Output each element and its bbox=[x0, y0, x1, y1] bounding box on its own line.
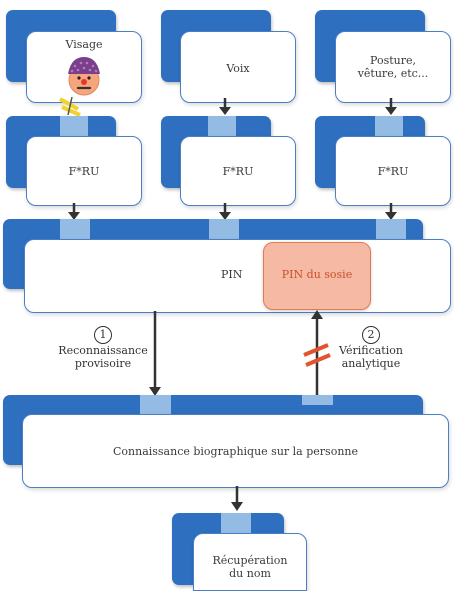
arrow-fru2-to-pin bbox=[219, 203, 231, 220]
knowledge-label: Connaissance biographique sur la personn… bbox=[112, 445, 358, 458]
voix-panel: Voix bbox=[180, 31, 296, 103]
fru-2-connector-top bbox=[208, 116, 236, 136]
retrieval-label: Récupération du nom bbox=[212, 554, 288, 580]
fru-2-label: F*RU bbox=[222, 165, 254, 178]
knowledge-panel: Connaissance biographique sur la personn… bbox=[22, 414, 449, 488]
arrow-voix-to-fru bbox=[219, 98, 231, 115]
knowledge-connector-2 bbox=[302, 395, 333, 405]
visage-label: Visage bbox=[65, 38, 103, 51]
pin-du-sosie-label: PIN du sosie bbox=[281, 268, 353, 281]
pin-label: PIN bbox=[221, 268, 243, 281]
arrow-knowledge-to-retrieval bbox=[231, 486, 243, 511]
arrow-fru3-to-pin bbox=[385, 203, 397, 220]
posture-label: Posture, vêture, etc... bbox=[357, 54, 429, 80]
arrow-knowledge-to-sosie bbox=[311, 310, 323, 397]
posture-panel: Posture, vêture, etc... bbox=[335, 31, 451, 103]
arrow-fru1-to-pin bbox=[68, 203, 80, 220]
voix-label: Voix bbox=[226, 62, 250, 75]
pin-panel: PIN bbox=[24, 239, 451, 313]
pin-connector-2 bbox=[209, 219, 239, 239]
step-2-number: 2 bbox=[362, 326, 380, 344]
face-icon bbox=[68, 57, 100, 96]
retrieval-panel: Récupération du nom bbox=[193, 533, 307, 591]
pin-du-sosie-box: PIN du sosie bbox=[263, 242, 371, 310]
fru-3-panel: F*RU bbox=[335, 136, 451, 206]
fru-3-connector-top bbox=[375, 116, 403, 136]
fru-2-panel: F*RU bbox=[180, 136, 296, 206]
pin-connector-3 bbox=[376, 219, 406, 239]
fru-1-label: F*RU bbox=[68, 165, 100, 178]
knowledge-connector-1 bbox=[140, 395, 171, 415]
fru-1-panel: F*RU bbox=[26, 136, 142, 206]
fru-3-label: F*RU bbox=[377, 165, 409, 178]
fru-1-connector-top bbox=[60, 116, 88, 136]
arrow-pin-to-knowledge bbox=[149, 311, 161, 396]
blocked-connection-icon bbox=[59, 96, 81, 117]
arrow-posture-to-fru bbox=[385, 98, 397, 115]
step-2-label: Vérification analytique bbox=[339, 344, 403, 370]
pin-connector-1 bbox=[60, 219, 90, 239]
blocked-verification-icon bbox=[303, 343, 331, 367]
step-1-label: Reconnaissance provisoire bbox=[58, 344, 148, 370]
step-1-number: 1 bbox=[94, 326, 112, 344]
retrieval-connector-top bbox=[221, 513, 251, 533]
